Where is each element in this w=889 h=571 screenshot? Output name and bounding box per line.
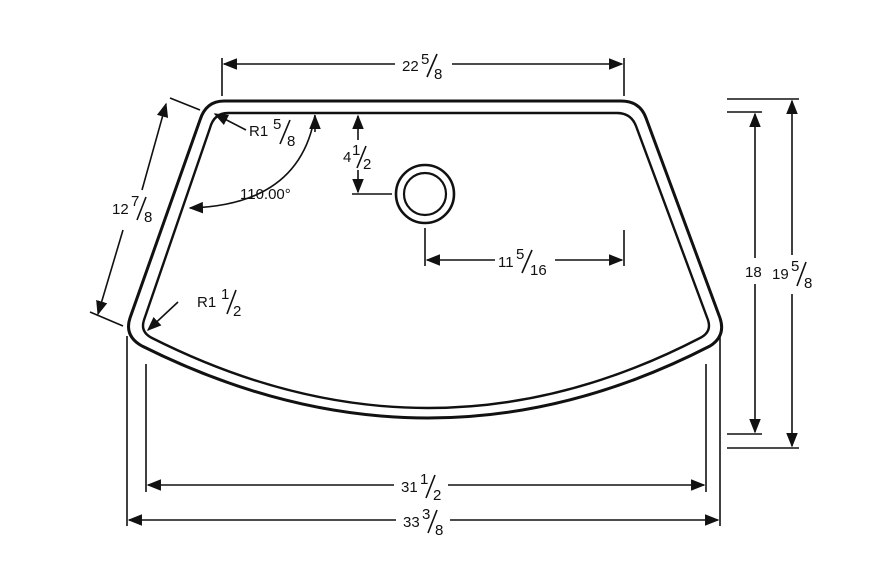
sink-outer-outline: [127, 99, 724, 420]
drain-outer-ring: [394, 163, 456, 225]
label-outer-depth: 19 5 8: [772, 258, 812, 292]
svg-text:3: 3: [422, 506, 430, 523]
svg-text:1: 1: [420, 471, 428, 488]
svg-text:12: 12: [112, 201, 129, 218]
sink-inner-outline: [141, 111, 711, 410]
label-drain-vertical: 4 1 2: [343, 142, 371, 173]
svg-text:8: 8: [434, 66, 442, 83]
svg-text:5: 5: [791, 258, 799, 275]
svg-text:8: 8: [287, 133, 295, 150]
svg-text:2: 2: [363, 156, 371, 173]
svg-text:16: 16: [530, 262, 547, 279]
svg-text:5: 5: [516, 246, 524, 263]
label-drain-horizontal: 11 5 16: [498, 246, 547, 279]
ext-line-side-bottom: [89, 311, 124, 327]
label-radius-top: R1 5 8: [249, 116, 295, 150]
label-side-length: 12 7 8: [112, 193, 152, 226]
svg-text:5: 5: [421, 51, 429, 68]
svg-text:33: 33: [403, 514, 420, 531]
svg-text:4: 4: [343, 149, 351, 166]
label-radius-bottom: R1 1 2: [197, 286, 241, 320]
drain-inner-ring: [402, 171, 448, 217]
svg-text:8: 8: [435, 522, 443, 539]
leader-radius-bottom: [146, 301, 179, 331]
dim-line-side-lower: [96, 229, 124, 316]
ext-line-side-top: [169, 97, 201, 111]
svg-text:19: 19: [772, 266, 789, 283]
svg-text:R1: R1: [249, 123, 268, 140]
svg-text:5: 5: [273, 116, 281, 133]
svg-text:22: 22: [402, 58, 419, 75]
svg-text:7: 7: [131, 193, 139, 210]
leader-radius-top: [213, 113, 247, 131]
label-angle: 110.00°: [240, 186, 291, 203]
svg-text:8: 8: [804, 275, 812, 292]
svg-text:2: 2: [233, 303, 241, 320]
svg-text:R1: R1: [197, 294, 216, 311]
svg-text:11: 11: [498, 254, 514, 271]
label-top-width: 22 5 8: [402, 51, 442, 83]
svg-text:8: 8: [144, 209, 152, 226]
label-inner-depth: 18: [745, 264, 762, 281]
svg-text:1: 1: [352, 142, 360, 159]
svg-text:1: 1: [221, 286, 229, 303]
label-outer-width: 33 3 8: [403, 506, 443, 539]
arc-angle: [188, 114, 316, 214]
label-inner-width: 31 1 2: [401, 471, 441, 504]
svg-text:31: 31: [401, 479, 418, 496]
dim-line-side-upper: [141, 102, 169, 191]
svg-text:2: 2: [433, 487, 441, 504]
